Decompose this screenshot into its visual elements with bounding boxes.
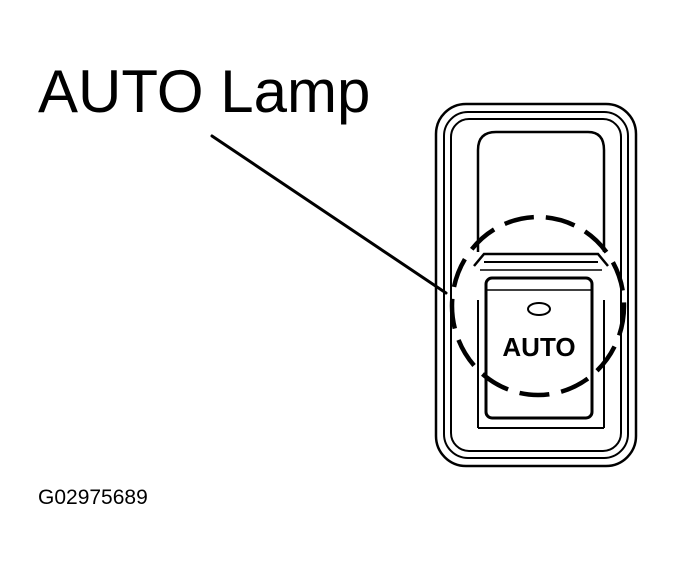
switch-auto-label: AUTO <box>502 332 575 362</box>
switch-cavity <box>476 130 606 252</box>
figure-id: G02975689 <box>38 486 148 509</box>
leader-line <box>210 134 448 295</box>
rocker-button <box>484 276 594 420</box>
callout-label-auto-lamp: AUTO Lamp <box>38 58 371 125</box>
switch-bezel-outer <box>434 102 638 468</box>
highlight-dashed-circle <box>449 214 627 398</box>
auto-lamp-indicator <box>527 302 551 316</box>
rocker-top-edge <box>473 252 609 267</box>
switch-bezel-middle <box>443 111 629 459</box>
